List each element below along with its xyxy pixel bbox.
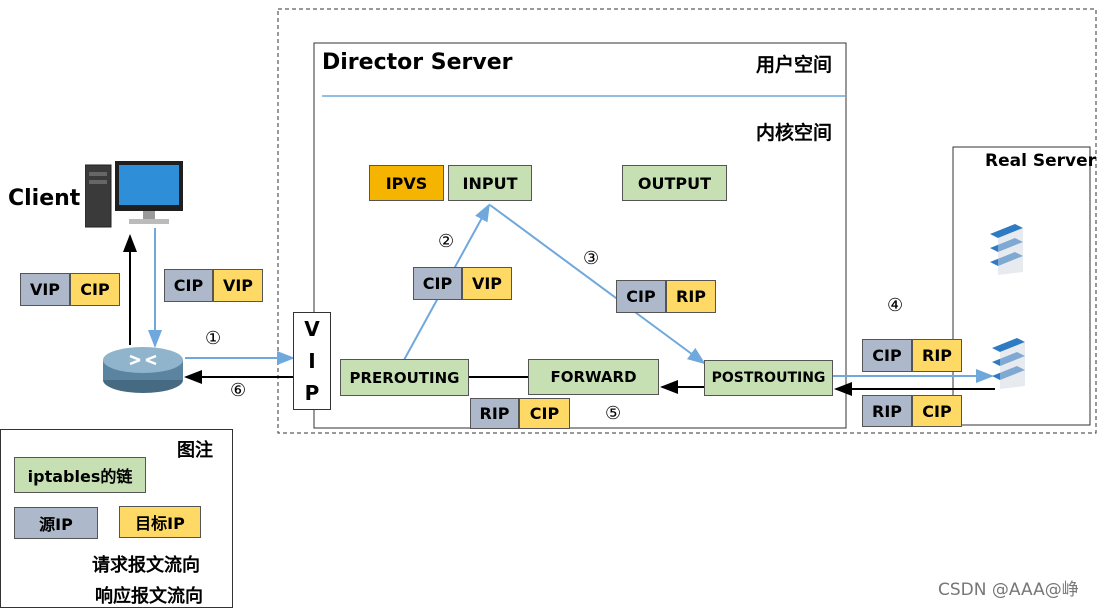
step-1-marker: ① xyxy=(205,328,222,349)
dst-ip: CIP xyxy=(912,395,962,427)
dst-ip: CIP xyxy=(519,398,570,429)
router-icon xyxy=(102,342,184,394)
step-5-marker: ⑤ xyxy=(605,403,622,424)
client-label: Client xyxy=(8,186,81,211)
server-icon xyxy=(987,336,1032,391)
legend-response-label: 响应报文流向 xyxy=(95,586,203,607)
legend-src-sample: 源IP xyxy=(14,507,98,539)
vip-interface: V I P xyxy=(293,312,331,410)
kernel-space-label: 内核空间 xyxy=(756,122,833,144)
src-ip: RIP xyxy=(862,395,912,427)
director-server-box xyxy=(313,42,847,429)
dst-ip: RIP xyxy=(912,339,962,372)
prerouting-chain: PREROUTING xyxy=(340,359,469,396)
packet-client-request: CIP VIP xyxy=(164,269,263,302)
server-icon xyxy=(985,222,1030,277)
packet-step3: CIP RIP xyxy=(616,280,716,313)
input-to-postrouting-arrow xyxy=(489,204,706,365)
postrouting-chain: POSTROUTING xyxy=(704,360,833,396)
src-ip: CIP xyxy=(616,280,666,313)
packet-step4-request: CIP RIP xyxy=(862,339,962,372)
vip-letter: P xyxy=(304,381,320,405)
step-3-marker: ③ xyxy=(583,248,600,269)
user-space-label: 用户空间 xyxy=(756,54,833,76)
src-ip: CIP xyxy=(862,339,912,372)
packet-step5: RIP CIP xyxy=(470,398,570,429)
director-server-title: Director Server xyxy=(322,50,513,75)
legend-title: 图注 xyxy=(177,440,213,461)
dst-ip: RIP xyxy=(666,280,716,313)
output-chain: OUTPUT xyxy=(622,165,727,201)
packet-step4-response: RIP CIP xyxy=(862,395,962,427)
step-6-marker: ⑥ xyxy=(230,380,247,401)
src-ip: CIP xyxy=(164,269,213,302)
step-4-marker: ④ xyxy=(887,295,904,316)
dst-ip: VIP xyxy=(462,267,512,300)
legend-dst-sample: 目标IP xyxy=(119,506,201,538)
vip-letter: V xyxy=(304,317,320,341)
legend-request-label: 请求报文流向 xyxy=(92,555,200,576)
packet-step2: CIP VIP xyxy=(413,267,512,300)
computer-icon xyxy=(84,160,185,230)
src-ip: RIP xyxy=(470,398,519,429)
watermark: CSDN @AAA@峥 xyxy=(938,580,1079,600)
dst-ip: CIP xyxy=(70,273,120,306)
step-2-marker: ② xyxy=(438,231,455,252)
packet-client-response: VIP CIP xyxy=(20,273,120,306)
lvs-cluster-boundary xyxy=(277,8,1097,434)
forward-chain: FORWARD xyxy=(528,359,659,395)
input-chain: INPUT xyxy=(448,165,532,201)
vip-letter: I xyxy=(308,349,316,373)
real-server-label: Real Server xyxy=(985,151,1096,171)
src-ip: VIP xyxy=(20,273,70,306)
src-ip: CIP xyxy=(413,267,462,300)
real-server-box xyxy=(952,146,1091,426)
dst-ip: VIP xyxy=(213,269,263,302)
ipvs-box: IPVS xyxy=(369,165,444,201)
legend-chain-sample: iptables的链 xyxy=(14,457,146,493)
